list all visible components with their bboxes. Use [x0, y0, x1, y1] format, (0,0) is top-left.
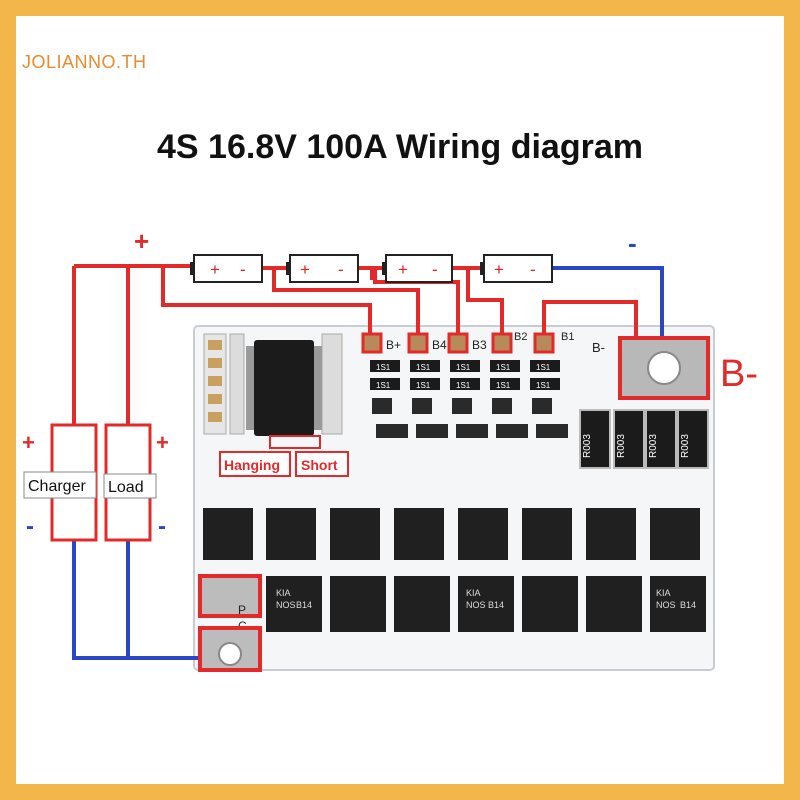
battery-positive-sign: +: [398, 260, 408, 279]
resistor-code: 1S1: [376, 381, 391, 390]
sense-resistors: R003 R003 R003 R003: [579, 409, 709, 469]
balance-transistors: [372, 398, 568, 438]
sense-resistor-code: R003: [582, 434, 593, 458]
charger-label: Charger: [28, 478, 86, 495]
p-pad-label: P: [238, 603, 246, 617]
protection-ic: [246, 340, 322, 436]
resistor-code: 1S1: [456, 381, 471, 390]
battery-cell-2: + -: [286, 254, 359, 283]
pad-label: B3: [472, 338, 487, 352]
main-negative-label: -: [628, 228, 637, 258]
b-minus-small-label: B-: [592, 340, 605, 355]
pad-label: B4: [432, 338, 447, 352]
mosfet-marking: NOS: [656, 600, 676, 610]
mosfet-row-top: [203, 508, 700, 560]
mosfet-marking: NOS: [466, 600, 486, 610]
mosfet-marking: B14: [488, 600, 504, 610]
load-block: Load + -: [103, 423, 169, 542]
charger-positive-sign: +: [22, 430, 35, 455]
load-label: Load: [108, 479, 144, 496]
brand-watermark: JOLIANNO.TH: [22, 52, 147, 72]
b-minus-terminal: B-: [618, 336, 758, 400]
mosfet-row-bottom: KIA NOS B14 KIA NOS B14 KIA NOS B14: [266, 576, 706, 632]
battery-cells: + - + - + - + -: [190, 254, 553, 283]
mosfet-marking: KIA: [656, 588, 671, 598]
resistor-code: 1S1: [456, 363, 471, 372]
b1-sense-wire: [542, 300, 638, 338]
battery-positive-sign: +: [300, 260, 310, 279]
hanging-label: Hanging: [224, 457, 280, 473]
mosfet-marking: KIA: [466, 588, 481, 598]
main-positive-label: +: [134, 226, 149, 256]
battery-positive-sign: +: [210, 260, 220, 279]
short-label: Short: [301, 457, 338, 473]
mosfet-marking: NOS: [276, 600, 296, 610]
led-column: [203, 333, 343, 435]
battery-cell-1: + -: [190, 254, 263, 283]
pad-label: B1: [561, 331, 574, 343]
negative-wires: [72, 266, 664, 660]
resistor-code: 1S1: [496, 363, 511, 372]
load-positive-sign: +: [156, 430, 169, 455]
b-plus-sense-wire: [161, 266, 372, 335]
battery-positive-sign: +: [494, 260, 504, 279]
mosfet-marking: B14: [680, 600, 696, 610]
charger-negative-sign: -: [26, 513, 34, 540]
battery-negative-sign: -: [530, 260, 536, 279]
mosfet-marking: B14: [296, 600, 312, 610]
mosfet-marking: KIA: [276, 588, 291, 598]
battery-negative-sign: -: [432, 260, 438, 279]
p-c-terminals: P C: [198, 574, 262, 672]
b2-sense-wire: [466, 268, 504, 335]
battery-cell-3: + -: [382, 254, 453, 283]
battery-negative-sign: -: [240, 260, 246, 279]
battery-negative-sign: -: [338, 260, 344, 279]
sense-resistor-code: R003: [616, 434, 627, 458]
charger-block: Charger + -: [22, 423, 98, 542]
diagram-title: 4S 16.8V 100A Wiring diagram: [157, 128, 643, 166]
charger-negative-wire: [72, 540, 204, 660]
mode-jumpers: Hanging Short: [219, 435, 349, 477]
balance-resistors: 1S1 1S1 1S1 1S1 1S1 1S1 1S1 1S1 1S1 1S1: [370, 360, 560, 390]
resistor-code: 1S1: [416, 363, 431, 372]
sense-resistor-code: R003: [680, 434, 691, 458]
resistor-code: 1S1: [536, 363, 551, 372]
resistor-code: 1S1: [536, 381, 551, 390]
battery-cell-4: + -: [480, 254, 553, 283]
sense-resistor-code: R003: [648, 434, 659, 458]
balance-pads: B+ B4 B3 B2 B1 B-: [361, 331, 605, 355]
positive-wires: [72, 264, 638, 425]
b4-sense-wire: [272, 268, 420, 335]
pad-label: B+: [386, 338, 401, 352]
b-minus-big-label: B-: [720, 353, 758, 395]
resistor-code: 1S1: [416, 381, 431, 390]
b-minus-wire: [552, 266, 664, 340]
resistor-code: 1S1: [376, 363, 391, 372]
load-negative-sign: -: [158, 513, 166, 540]
resistor-code: 1S1: [496, 381, 511, 390]
pad-label: B2: [514, 331, 527, 343]
